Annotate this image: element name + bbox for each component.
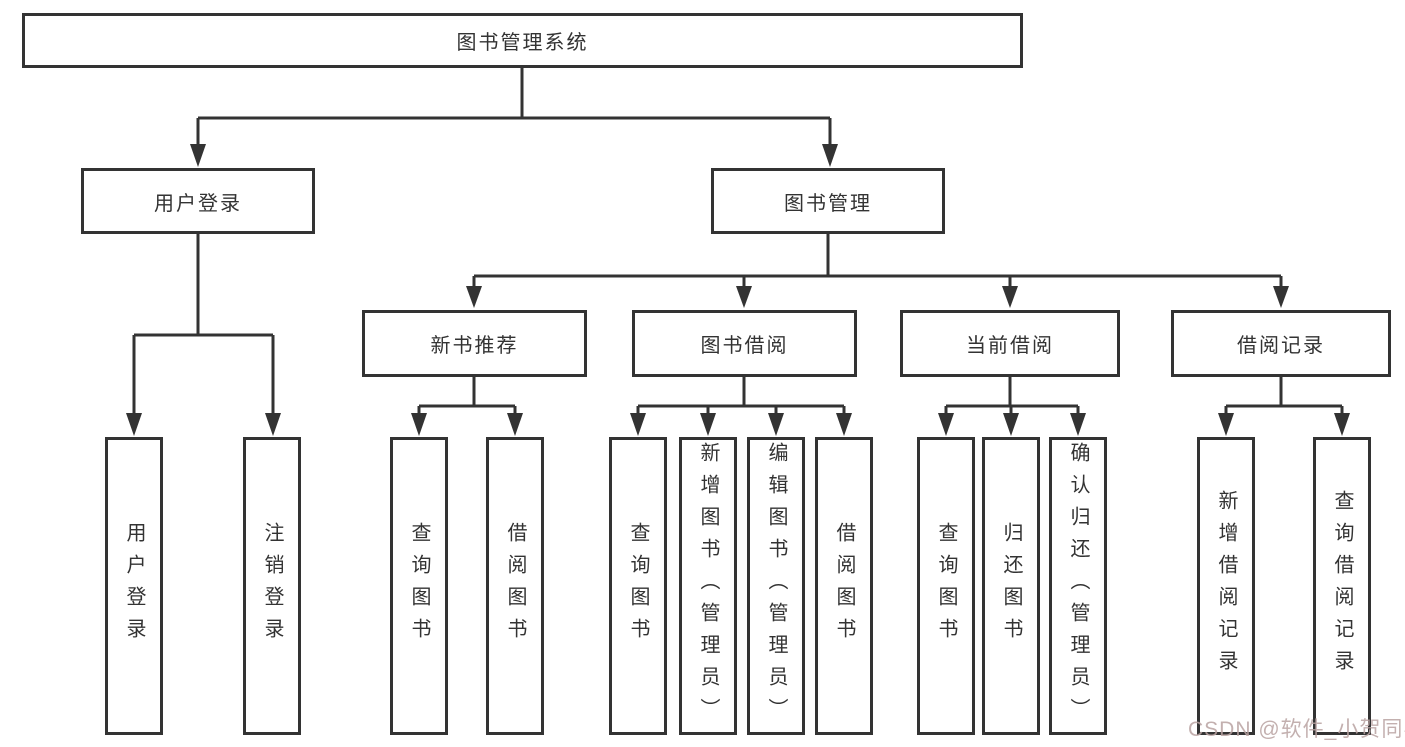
arrow-down-icon xyxy=(1273,286,1289,308)
node-new-book-recommend: 新书推荐 xyxy=(362,310,587,377)
node-label: 借阅图书 xyxy=(504,522,526,650)
node-current-borrow: 当前借阅 xyxy=(900,310,1120,377)
arrow-down-icon xyxy=(836,413,852,436)
leaf-borrow-books-recommend: 借阅图书 xyxy=(486,437,544,735)
arrow-down-icon xyxy=(1218,413,1234,436)
arrow-down-icon xyxy=(938,413,954,436)
node-label: 用户登录 xyxy=(154,192,242,215)
node-label: 查询图书 xyxy=(627,522,649,650)
connector-new-book-recommend-to-children xyxy=(417,377,517,416)
arrow-down-icon xyxy=(126,413,142,436)
node-label: 借阅记录 xyxy=(1237,335,1325,357)
node-label: 图书管理 xyxy=(784,192,872,215)
leaf-edit-book-admin: 编辑图书（管理员） xyxy=(747,437,805,735)
node-label: 用户登录 xyxy=(123,522,145,650)
arrow-down-icon xyxy=(768,413,784,436)
arrow-down-icon xyxy=(190,144,206,167)
arrow-down-icon xyxy=(265,413,281,436)
leaf-confirm-return-admin: 确认归还（管理员） xyxy=(1049,437,1107,735)
node-root: 图书管理系统 xyxy=(22,13,1023,68)
leaf-add-borrow-record: 新增借阅记录 xyxy=(1197,437,1255,735)
connector-user-login-to-children xyxy=(132,234,275,416)
node-label: 编辑图书（管理员） xyxy=(765,442,787,730)
leaf-add-book-admin: 新增图书（管理员） xyxy=(679,437,737,735)
node-label: 新增借阅记录 xyxy=(1215,490,1237,682)
arrow-down-icon xyxy=(630,413,646,436)
node-borrow-records: 借阅记录 xyxy=(1171,310,1391,377)
node-label: 借阅图书 xyxy=(833,522,855,650)
arrow-down-icon xyxy=(700,413,716,436)
node-label: 新增图书（管理员） xyxy=(697,442,719,730)
connector-borrow-records-to-children xyxy=(1224,377,1344,416)
node-label: 新书推荐 xyxy=(430,335,519,357)
connector-root-to-level2 xyxy=(196,68,832,147)
leaf-query-books-recommend: 查询图书 xyxy=(390,437,448,735)
leaf-return-book: 归还图书 xyxy=(982,437,1040,735)
leaf-user-login: 用户登录 xyxy=(105,437,163,735)
arrow-down-icon xyxy=(736,286,752,308)
leaf-query-books-borrow: 查询图书 xyxy=(609,437,667,735)
arrowheads xyxy=(126,144,1350,436)
connector-book-borrow-to-children xyxy=(636,377,846,416)
arrow-down-icon xyxy=(507,413,523,436)
node-book-borrow: 图书借阅 xyxy=(632,310,857,377)
leaf-query-books-current: 查询图书 xyxy=(917,437,975,735)
arrow-down-icon xyxy=(1334,413,1350,436)
node-label: 查询图书 xyxy=(408,522,430,650)
connector-current-borrow-to-children xyxy=(944,377,1080,416)
arrow-down-icon xyxy=(1002,286,1018,308)
node-book-management: 图书管理 xyxy=(711,168,945,234)
node-label: 确认归还（管理员） xyxy=(1067,442,1089,730)
arrow-down-icon xyxy=(466,286,482,308)
arrow-down-icon xyxy=(1070,413,1086,436)
node-label: 图书借阅 xyxy=(700,335,789,357)
arrow-down-icon xyxy=(822,144,838,167)
csdn-watermark: CSDN @软件_小贺同学 xyxy=(1188,718,1405,741)
node-label: 图书管理系统 xyxy=(456,32,589,54)
leaf-borrow-books: 借阅图书 xyxy=(815,437,873,735)
node-label: 查询图书 xyxy=(935,522,957,650)
leaf-query-borrow-record: 查询借阅记录 xyxy=(1313,437,1371,735)
connector-book-management-to-level3 xyxy=(472,234,1283,290)
node-user-login: 用户登录 xyxy=(81,168,315,234)
node-label: 查询借阅记录 xyxy=(1331,490,1353,682)
leaf-logout: 注销登录 xyxy=(243,437,301,735)
node-label: 注销登录 xyxy=(261,522,283,650)
node-label: 当前借阅 xyxy=(966,335,1054,357)
node-label: 归还图书 xyxy=(1000,522,1022,650)
arrow-down-icon xyxy=(411,413,427,436)
arrow-down-icon xyxy=(1003,413,1019,436)
